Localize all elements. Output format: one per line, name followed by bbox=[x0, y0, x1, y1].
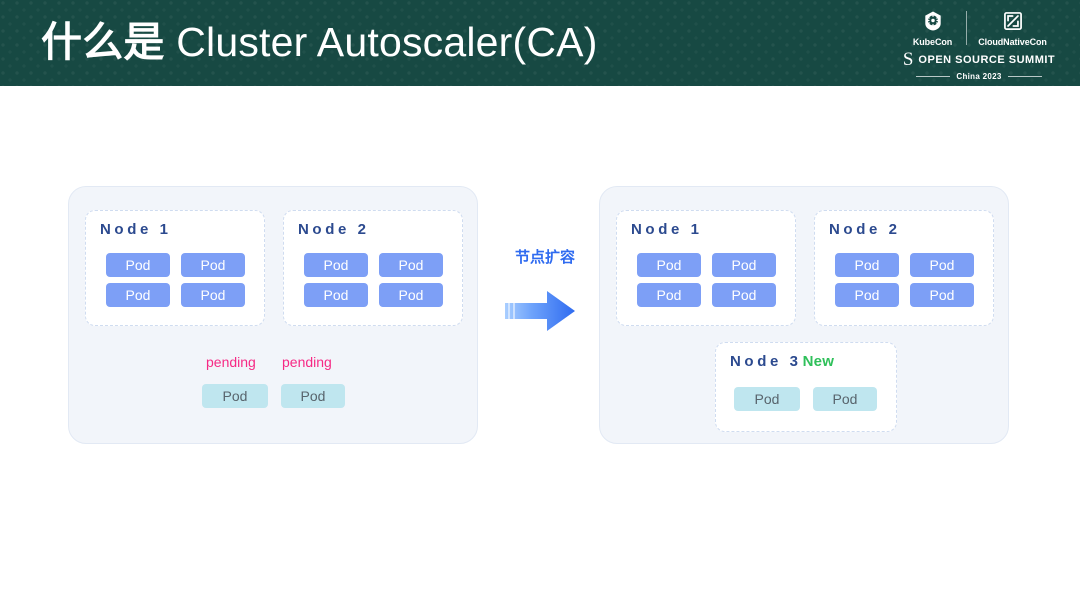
pod-chip: Pod bbox=[106, 253, 170, 277]
summit-s-icon: S bbox=[902, 49, 914, 70]
logo-divider bbox=[965, 11, 967, 45]
pod-chip: Pod bbox=[181, 253, 245, 277]
node-box-before-2: Node 2 Pod Pod Pod Pod bbox=[283, 210, 463, 326]
kubecon-brand: KubeCon bbox=[904, 8, 962, 47]
pod-chip: Pod bbox=[835, 283, 899, 307]
node-title-after-3: Node 3New bbox=[730, 353, 834, 370]
pod-chip: Pod bbox=[637, 253, 701, 277]
rule-right bbox=[1007, 76, 1042, 77]
page-title: 什么是 Cluster Autoscaler(CA) bbox=[41, 11, 598, 73]
page-title-latin: Cluster Autoscaler(CA) bbox=[176, 19, 598, 65]
event-year-label: China 2023 bbox=[956, 72, 1002, 81]
pending-label-2: pending bbox=[282, 354, 332, 370]
diagram-stage: Node 1 Pod Pod Pod Pod Node 2 Pod Pod Po… bbox=[0, 86, 1080, 597]
pod-chip: Pod bbox=[106, 283, 170, 307]
kubernetes-helm-icon bbox=[922, 8, 944, 34]
kubecon-label: KubeCon bbox=[912, 37, 953, 47]
pending-label-1: pending bbox=[206, 354, 256, 370]
pod-chip: Pod bbox=[813, 387, 877, 411]
slide-header: 什么是 Cluster Autoscaler(CA) bbox=[0, 0, 1080, 86]
pending-pod-chip-1: Pod bbox=[202, 384, 268, 408]
pod-chip: Pod bbox=[181, 283, 245, 307]
node-title-before-2: Node 2 bbox=[298, 221, 370, 238]
cluster-panel-before: Node 1 Pod Pod Pod Pod Node 2 Pod Pod Po… bbox=[68, 186, 478, 444]
event-year-row: China 2023 bbox=[893, 72, 1065, 81]
transition-group: 节点扩容 bbox=[495, 246, 595, 356]
node-title-after-3-text: Node 3 bbox=[730, 353, 802, 370]
node-box-before-1: Node 1 Pod Pod Pod Pod bbox=[85, 210, 265, 326]
summit-label: OPEN SOURCE SUMMIT bbox=[918, 53, 1056, 66]
pending-pod-chip-2: Pod bbox=[281, 384, 345, 408]
cncf-square-icon bbox=[1002, 8, 1024, 34]
transition-label: 节点扩容 bbox=[514, 249, 575, 266]
pod-chip: Pod bbox=[712, 253, 776, 277]
node-box-after-1: Node 1 Pod Pod Pod Pod bbox=[616, 210, 796, 326]
open-source-summit-row: S OPEN SOURCE SUMMIT bbox=[893, 50, 1065, 69]
pod-chip: Pod bbox=[304, 283, 368, 307]
event-logo-lockup: KubeCon CloudNativeCon S OPEN SOURCE SUM… bbox=[893, 4, 1065, 82]
cloudnativecon-label: CloudNativeCon bbox=[978, 37, 1047, 47]
page-title-cjk: 什么是 bbox=[41, 19, 177, 65]
node-box-after-2: Node 2 Pod Pod Pod Pod bbox=[814, 210, 994, 326]
cloudnativecon-brand: CloudNativeCon bbox=[971, 8, 1055, 47]
pod-chip: Pod bbox=[734, 387, 800, 411]
logo-brand-row: KubeCon CloudNativeCon bbox=[893, 4, 1065, 47]
pod-chip: Pod bbox=[637, 283, 701, 307]
pod-chip: Pod bbox=[835, 253, 899, 277]
cluster-panel-after: Node 1 Pod Pod Pod Pod Node 2 Pod Pod Po… bbox=[599, 186, 1009, 444]
node-title-before-1: Node 1 bbox=[100, 221, 172, 238]
pod-chip: Pod bbox=[910, 253, 974, 277]
node-box-after-3: Node 3New Pod Pod bbox=[715, 342, 897, 432]
node-title-after-1: Node 1 bbox=[631, 221, 703, 238]
right-arrow-icon bbox=[503, 288, 577, 339]
rule-left bbox=[916, 76, 951, 77]
pod-chip: Pod bbox=[379, 253, 443, 277]
pod-chip: Pod bbox=[712, 283, 776, 307]
pod-chip: Pod bbox=[379, 283, 443, 307]
pod-chip: Pod bbox=[910, 283, 974, 307]
node-title-after-2: Node 2 bbox=[829, 221, 901, 238]
pod-chip: Pod bbox=[304, 253, 368, 277]
node-new-badge: New bbox=[802, 353, 835, 370]
